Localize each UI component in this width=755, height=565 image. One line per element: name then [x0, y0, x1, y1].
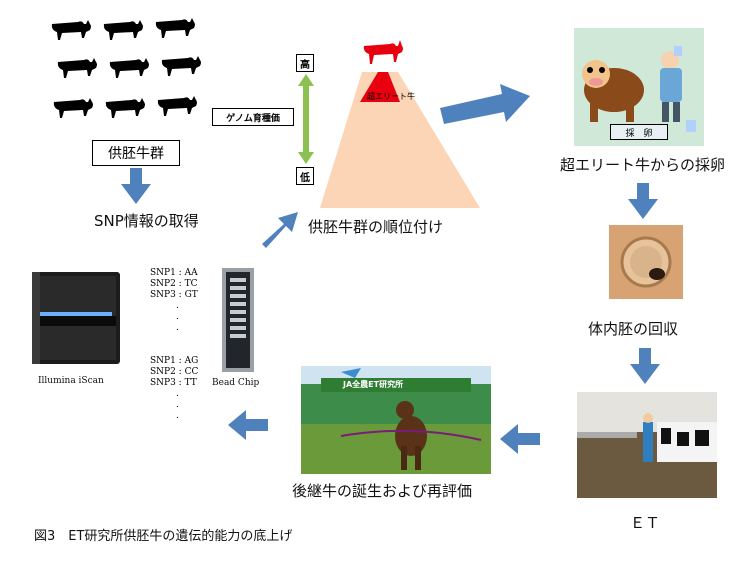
illumina-iscan-image [26, 268, 124, 370]
embryo-image [609, 225, 683, 299]
snp-list-1: SNP1 : AA SNP2 : TC SNP3 : GT . . . [150, 268, 198, 334]
calf-caption: 後継牛の誕生および再評価 [292, 480, 472, 501]
snp-entry: SNP1 : AG [150, 356, 198, 367]
snp-ellipsis: . [150, 400, 198, 411]
collection-panel: 採 卵 [610, 124, 668, 140]
snp-ellipsis: . [150, 323, 198, 334]
snp-list-2: SNP1 : AG SNP2 : CC SNP3 : TT . . . [150, 356, 198, 422]
figure-caption: 図3 ET研究所供胚牛の遺伝的能力の底上げ [34, 525, 292, 544]
egg-collection-illustration: 採 卵 [574, 28, 704, 146]
arrow-down-3 [630, 348, 660, 384]
snp-entry: SNP1 : AA [150, 268, 198, 279]
snp-ellipsis: . [150, 389, 198, 400]
snp-entry: SNP2 : TC [150, 279, 198, 290]
calf-image: JA全農ET研究所 [301, 366, 491, 474]
snp-ellipsis: . [150, 301, 198, 312]
snp-ellipsis: . [150, 312, 198, 323]
arrow-left-1 [500, 424, 540, 454]
collection-caption: 超エリート牛からの採卵 [560, 154, 725, 175]
arrow-up-right [258, 210, 300, 248]
pyramid-caption: 供胚牛群の順位付け [308, 216, 443, 237]
cow-herd-icons [40, 10, 215, 130]
bead-chip-label: Bead Chip [212, 378, 259, 388]
donor-herd-label: 供胚牛群 [92, 140, 180, 166]
snp-caption: SNP情報の取得 [94, 210, 199, 231]
snp-entry: SNP3 : TT [150, 378, 198, 389]
pyramid-tip-label: 超エリート牛 [367, 91, 415, 102]
arrow-left-2 [228, 410, 268, 440]
arrow-down-2 [628, 183, 658, 219]
low-label: 低 [296, 167, 314, 185]
snp-entry: SNP2 : CC [150, 367, 198, 378]
et-caption: ＥＴ [630, 512, 660, 533]
calf-sign: JA全農ET研究所 [343, 379, 403, 390]
arrow-to-collection [440, 82, 530, 126]
embryo-caption: 体内胚の回収 [588, 318, 678, 339]
snp-ellipsis: . [150, 411, 198, 422]
bead-chip-image [222, 268, 254, 372]
snp-entry: SNP3 : GT [150, 290, 198, 301]
elite-cow-icon [364, 40, 403, 64]
arrow-down-1 [121, 168, 151, 204]
et-barn-image [577, 392, 717, 498]
illumina-label: Illumina iScan [38, 376, 104, 386]
double-arrow [298, 74, 314, 164]
high-label: 高 [296, 54, 314, 72]
genome-label: ゲノム育種価 [212, 108, 294, 126]
